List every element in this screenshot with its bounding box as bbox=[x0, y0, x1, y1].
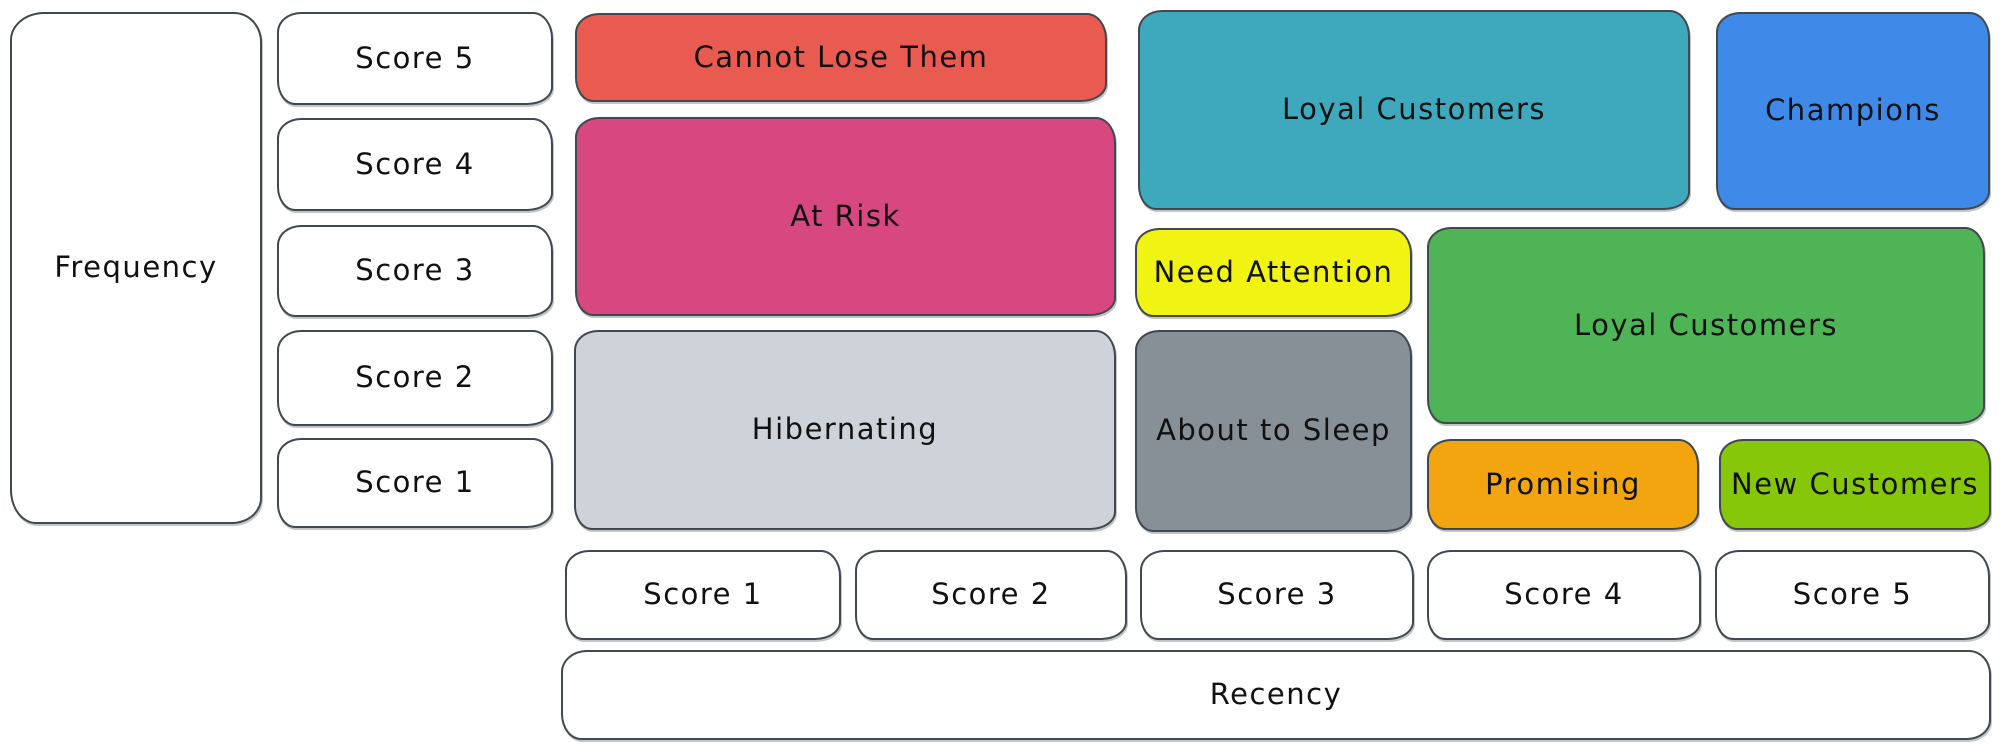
recency-score-1: Score 1 bbox=[565, 550, 841, 640]
segment-new-customers: New Customers bbox=[1719, 439, 1991, 530]
recency-axis-label: Recency bbox=[561, 650, 1991, 740]
frequency-axis-label: Frequency bbox=[10, 12, 262, 524]
segment-about-to-sleep: About to Sleep bbox=[1135, 330, 1412, 532]
recency-score-2: Score 2 bbox=[855, 550, 1127, 640]
segment-loyal-customers-green: Loyal Customers bbox=[1427, 227, 1985, 424]
frequency-score-3: Score 3 bbox=[277, 225, 553, 317]
frequency-score-2: Score 2 bbox=[277, 330, 553, 426]
recency-score-3: Score 3 bbox=[1140, 550, 1414, 640]
segment-loyal-customers-teal: Loyal Customers bbox=[1138, 10, 1690, 210]
segment-at-risk: At Risk bbox=[575, 117, 1116, 316]
segment-champions: Champions bbox=[1716, 12, 1990, 210]
segment-need-attention: Need Attention bbox=[1135, 228, 1412, 317]
recency-score-4: Score 4 bbox=[1427, 550, 1701, 640]
segment-hibernating: Hibernating bbox=[574, 330, 1116, 530]
recency-score-5: Score 5 bbox=[1715, 550, 1990, 640]
segment-promising: Promising bbox=[1427, 439, 1699, 530]
segment-cannot-lose-them: Cannot Lose Them bbox=[575, 13, 1107, 102]
frequency-score-1: Score 1 bbox=[277, 438, 553, 528]
frequency-score-4: Score 4 bbox=[277, 118, 553, 211]
frequency-score-5: Score 5 bbox=[277, 12, 553, 105]
